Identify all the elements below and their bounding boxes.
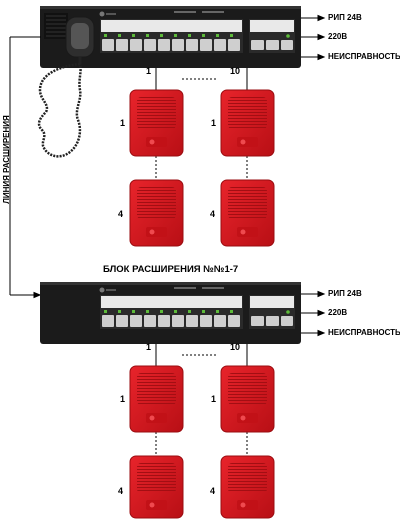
channel-key-panel <box>100 295 243 329</box>
speaker-index-top-right-1: 1 <box>211 118 217 128</box>
channel-number-left-top: 1 <box>146 66 152 76</box>
panel-header-text <box>174 11 224 13</box>
control-unit-bottom <box>40 282 301 344</box>
speaker-index-bottom-left-4: 4 <box>118 486 124 496</box>
speaker-bottom-left-1 <box>129 365 184 433</box>
expansion-line-label: ЛИНИЯ РАСШИРЕНИЯ <box>1 115 11 204</box>
speaker-top-left-1 <box>129 89 184 157</box>
speakers <box>129 89 275 519</box>
microphone <box>37 16 95 158</box>
speaker-index-top-left-1: 1 <box>120 118 126 128</box>
speaker-index-bottom-left-1: 1 <box>120 394 126 404</box>
speaker-index-top-left-4: 4 <box>118 209 124 219</box>
expansion-line <box>9 36 42 299</box>
brand-logo <box>99 287 116 293</box>
speaker-top-right-4 <box>220 179 275 247</box>
status-panel <box>249 295 295 329</box>
panel-grill <box>44 13 68 39</box>
speaker-top-left-4 <box>129 179 184 247</box>
status-panel <box>249 19 295 53</box>
arrows-bottom <box>301 290 326 337</box>
channel-number-right-top: 10 <box>230 66 241 76</box>
power-label-bottom: 220В <box>328 308 348 317</box>
speaker-bottom-right-4 <box>220 455 275 519</box>
speaker-index-bottom-right-1: 1 <box>211 394 217 404</box>
brand-logo <box>99 11 116 17</box>
panel-header-text <box>174 287 224 289</box>
control-unit-top <box>40 6 301 68</box>
power-label-top: 220В <box>328 32 348 41</box>
speaker-bottom-right-1 <box>220 365 275 433</box>
block-title: БЛОК РАСШИРЕНИЯ №№1-7 <box>103 264 239 275</box>
wires-bottom <box>155 344 248 456</box>
fault-label-top: НЕИСПРАВНОСТЬ <box>328 52 400 61</box>
channel-key-panel <box>100 19 243 53</box>
rip-label-bottom: РИП 24В <box>328 289 362 298</box>
channel-number-left-bottom: 1 <box>146 342 152 352</box>
arrows-top <box>301 14 326 61</box>
speaker-index-bottom-right-4: 4 <box>210 486 216 496</box>
speaker-index-top-right-4: 4 <box>210 209 216 219</box>
wires-top <box>155 68 248 180</box>
channel-number-right-bottom: 10 <box>230 342 241 352</box>
fault-label-bottom: НЕИСПРАВНОСТЬ <box>328 328 400 337</box>
speaker-bottom-left-4 <box>129 455 184 519</box>
speaker-top-right-1 <box>220 89 275 157</box>
rip-label-top: РИП 24В <box>328 13 362 22</box>
